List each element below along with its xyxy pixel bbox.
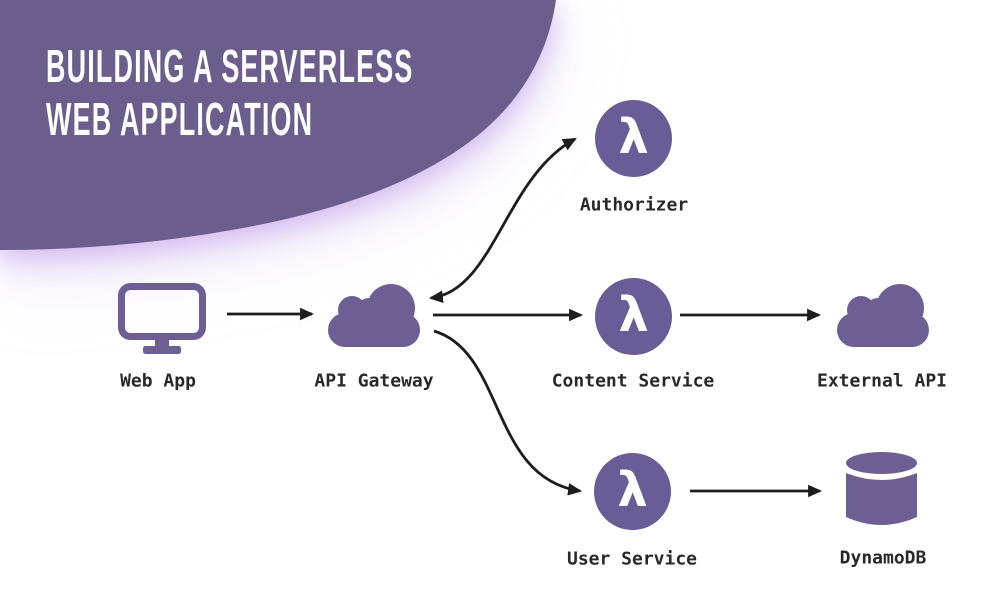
lambda-icon: λ xyxy=(594,453,671,530)
node-label-dynamodb: DynamoDB xyxy=(839,547,927,569)
page-title: BUILDING A SERVERLESS WEB APPLICATION xyxy=(46,40,413,146)
header-blob-shape xyxy=(0,0,556,250)
edge-apigateway-to-userservice xyxy=(433,329,583,496)
edge-apigateway-authorizer-bidirectional xyxy=(428,137,577,303)
node-label-api-gateway: API Gateway xyxy=(314,370,434,392)
header-blob xyxy=(0,0,556,250)
monitor-icon xyxy=(118,283,206,354)
lambda-glyph: λ xyxy=(617,461,648,518)
node-label-external-api: External API xyxy=(816,370,948,392)
node-label-user-service: User Service xyxy=(566,548,698,570)
cloud-icon xyxy=(837,284,929,347)
lambda-icon: λ xyxy=(595,278,672,355)
page-title-line1: BUILDING A SERVERLESS xyxy=(46,40,414,92)
lambda-glyph: λ xyxy=(618,286,649,343)
node-label-web-app: Web App xyxy=(120,370,196,392)
page-title-line2: WEB APPLICATION xyxy=(46,93,314,145)
database-icon xyxy=(846,452,917,525)
lambda-glyph: λ xyxy=(618,108,649,165)
cloud-icon xyxy=(328,284,420,347)
lambda-icon: λ xyxy=(595,100,672,177)
node-label-content-service: Content Service xyxy=(551,370,715,392)
node-label-authorizer: Authorizer xyxy=(579,194,689,216)
